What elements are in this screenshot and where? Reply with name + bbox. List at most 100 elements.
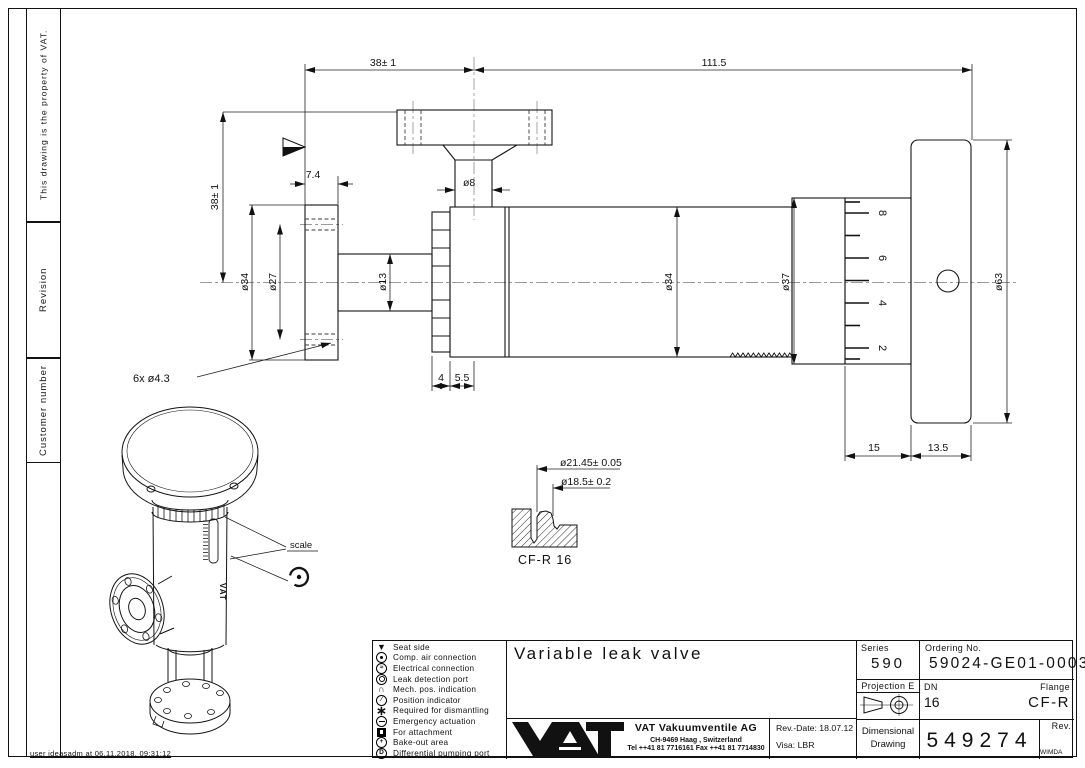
legend-item: ∩ Mech. pos. indication bbox=[373, 684, 506, 695]
series-label: Series bbox=[861, 643, 889, 653]
adjustment-knob bbox=[910, 139, 972, 424]
legend-item-label: Leak detection port bbox=[393, 674, 469, 684]
sidebar-customer-box: Customer number bbox=[26, 358, 61, 463]
thread-marks bbox=[729, 352, 793, 358]
scale-numbers: 8 6 4 2 bbox=[876, 210, 888, 351]
arc-icon: ∩ bbox=[378, 684, 385, 695]
legend-item: Comp. air connection bbox=[373, 652, 506, 664]
legend-item: D Differential pumping port bbox=[373, 747, 506, 759]
legend-item: ▼Seat side bbox=[373, 642, 506, 653]
comp-air-icon bbox=[288, 566, 310, 588]
legend-item-label: Differential pumping port bbox=[393, 748, 490, 758]
rev-date: Rev.-Date: 18.07.12 bbox=[776, 723, 854, 733]
iso-scale-label: scale bbox=[290, 540, 312, 551]
legend-item: ∕Position indicator bbox=[373, 694, 506, 706]
docnumber-cell: 549274 bbox=[919, 719, 1039, 759]
circle-plus-icon: + bbox=[376, 737, 387, 749]
legend-item-label: Comp. air connection bbox=[393, 653, 477, 663]
legend-item-label: Required for dismantling bbox=[393, 706, 489, 716]
detail-section bbox=[511, 508, 578, 548]
logo-cell: VAT Vakuumventile AG CH-9469 Haag , Swit… bbox=[506, 718, 769, 759]
legend-item: ∗Required for dismantling bbox=[373, 704, 506, 717]
scale-ticks bbox=[845, 201, 869, 360]
circle-minus-icon bbox=[376, 715, 387, 727]
detail-view: ø21.45± 0.05 ø18.5± 0.2 CF-R 16 bbox=[511, 457, 622, 567]
flange-value: CF-R bbox=[1028, 694, 1070, 711]
title-cell: Variable leak valve bbox=[506, 641, 856, 718]
svg-text:6: 6 bbox=[876, 255, 888, 261]
dim-bolt-holes: 6x ø4.3 bbox=[133, 373, 170, 385]
svg-text:2: 2 bbox=[876, 345, 888, 351]
vat-logo bbox=[512, 722, 624, 756]
dn-flange-cell: DN Flange 16 CF-R bbox=[919, 679, 1074, 719]
stepped-section bbox=[431, 211, 451, 353]
circle-double-icon bbox=[376, 673, 387, 685]
detail-label: CF-R 16 bbox=[518, 553, 572, 567]
detail-dim1: ø21.45± 0.05 bbox=[560, 457, 622, 469]
flange-label: Flange bbox=[1040, 682, 1070, 692]
legend-item: Leak detection port bbox=[373, 673, 506, 685]
seat-side-mark bbox=[282, 137, 307, 157]
doctype-cell: Dimensional Drawing bbox=[856, 719, 919, 759]
dimensions bbox=[196, 64, 1012, 461]
sheet-border bbox=[8, 8, 1077, 757]
company-phone: Tel ++41 81 7716161 Fax ++41 81 7714830 bbox=[627, 745, 765, 752]
legend-item: Emergency actuation bbox=[373, 715, 506, 727]
visa: Visa: LBR bbox=[776, 740, 815, 750]
sidebar-property-box: This drawing is the property of VAT. bbox=[26, 8, 61, 222]
ordering-label: Ordering No. bbox=[925, 643, 982, 653]
legend-item-label: Position indicator bbox=[393, 695, 461, 705]
legend-item: + Bake-out area bbox=[373, 737, 506, 749]
dim-body-od: ø34 bbox=[663, 273, 675, 291]
iso-knob-top bbox=[121, 406, 259, 498]
company-name: VAT Vakuumventile AG bbox=[634, 722, 758, 734]
legend-item-label: Electrical connection bbox=[393, 663, 475, 673]
dim-knob-od: ø63 bbox=[993, 273, 1005, 291]
legend-item-label: Bake-out area bbox=[393, 738, 449, 748]
dim-7-4: 7.4 bbox=[306, 169, 321, 181]
svg-text:4: 4 bbox=[876, 300, 888, 306]
dim-38-vert: 38± 1 bbox=[209, 184, 221, 210]
dim-scale-len: 15 bbox=[868, 442, 880, 454]
company-address: CH-9469 Haag , Switzerland bbox=[650, 737, 742, 744]
projection-icon bbox=[860, 694, 913, 716]
dim-38-top: 38± 1 bbox=[370, 57, 396, 69]
iso-scale-window bbox=[208, 518, 219, 564]
circle-d-icon: D bbox=[376, 747, 387, 759]
drawing-title: Variable leak valve bbox=[514, 644, 703, 663]
dim-step2: 5.5 bbox=[455, 372, 470, 384]
dim-rear-od: ø37 bbox=[780, 273, 792, 291]
footer-stamp: user ideasadm at 06.11.2018, 09:31:12 bbox=[30, 749, 172, 758]
flange-bolt-holes-hidden bbox=[305, 218, 338, 346]
legend-item-label: Mech. pos. indication bbox=[393, 685, 477, 695]
dim-flange-od: ø34 bbox=[239, 273, 251, 291]
dim-stem-od: ø8 bbox=[463, 177, 475, 189]
circle-wave-icon: ≈ bbox=[376, 662, 387, 674]
projection-label: Projection E bbox=[857, 680, 919, 693]
ordering-cell: Ordering No. 59024-GE01-0003 bbox=[919, 641, 1085, 679]
dn-label: DN bbox=[924, 682, 938, 692]
svg-text:8: 8 bbox=[876, 210, 888, 216]
iso-body bbox=[152, 506, 228, 646]
iso-view bbox=[109, 406, 318, 735]
dim-111-5: 111.5 bbox=[702, 57, 727, 69]
ordering-value: 59024-GE01-0003 bbox=[929, 655, 1085, 672]
series-value: 590 bbox=[870, 655, 906, 672]
rev-cell: Rev. bbox=[1039, 719, 1074, 759]
knob-hole bbox=[936, 269, 960, 293]
doc-number: 549274 bbox=[926, 729, 1033, 752]
rev-label: Rev. bbox=[1051, 721, 1071, 731]
series-cell: Series 590 bbox=[856, 641, 919, 679]
legend-item-label: Seat side bbox=[393, 642, 430, 652]
detail-dim2: ø18.5± 0.2 bbox=[561, 476, 611, 488]
sidebar-revision-box: Revision bbox=[26, 222, 61, 358]
port-transition bbox=[442, 144, 518, 161]
dn-value: 16 bbox=[924, 694, 940, 710]
circle-dot-icon bbox=[376, 652, 387, 664]
projection-cell: Projection E bbox=[856, 679, 919, 719]
legend-item: ≈ Electrical connection bbox=[373, 662, 506, 674]
watermark: WIMDA bbox=[1040, 749, 1063, 756]
